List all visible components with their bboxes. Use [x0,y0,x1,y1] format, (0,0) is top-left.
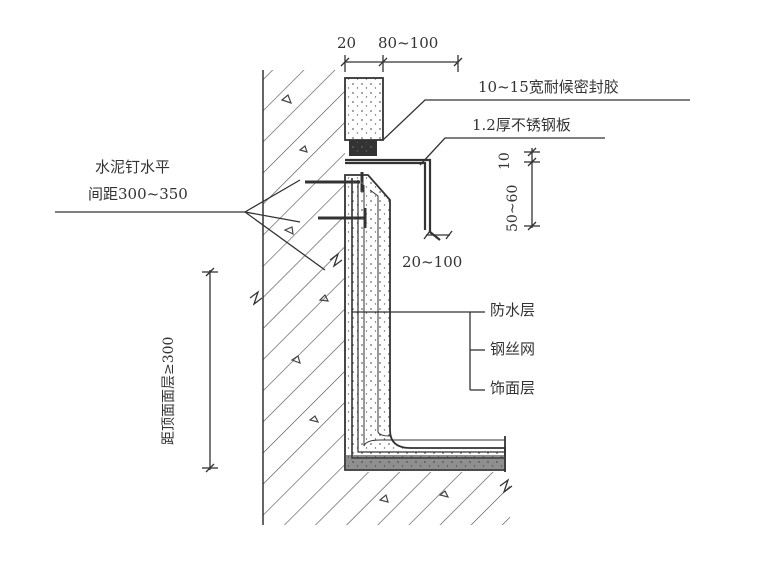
stainless-steel-plate [345,158,441,241]
dim-vertical-small-label: 10 [497,152,513,170]
dim-top-right-label: 80~100 [378,34,439,52]
bottom-small-dimension [423,230,453,240]
top-sealant-cap [344,77,384,156]
height-dimension-label: 距顶面面层≥300 [161,336,177,445]
waterproof-layer-label: 防水层 [490,301,536,319]
dim-bottom-label: 20~100 [402,253,463,271]
left-height-dimension [202,267,218,473]
finish-layer-label: 饰面层 [490,379,536,397]
nail-label-line2: 间距300~350 [88,185,188,203]
leader-lines [55,99,690,391]
dim-top-left-label: 20 [337,34,357,52]
top-dimension [340,55,463,72]
finish-layers [344,174,506,472]
wire-mesh-label: 钢丝网 [490,340,536,358]
nail-label-line1: 水泥钉水平 [95,158,171,176]
sealant-label: 10~15宽耐候密封胶 [478,78,619,96]
steel-plate-label: 1.2厚不锈钢板 [472,116,571,134]
right-vertical-dimension [524,147,540,231]
dim-vertical-large-label: 50~60 [505,184,521,232]
